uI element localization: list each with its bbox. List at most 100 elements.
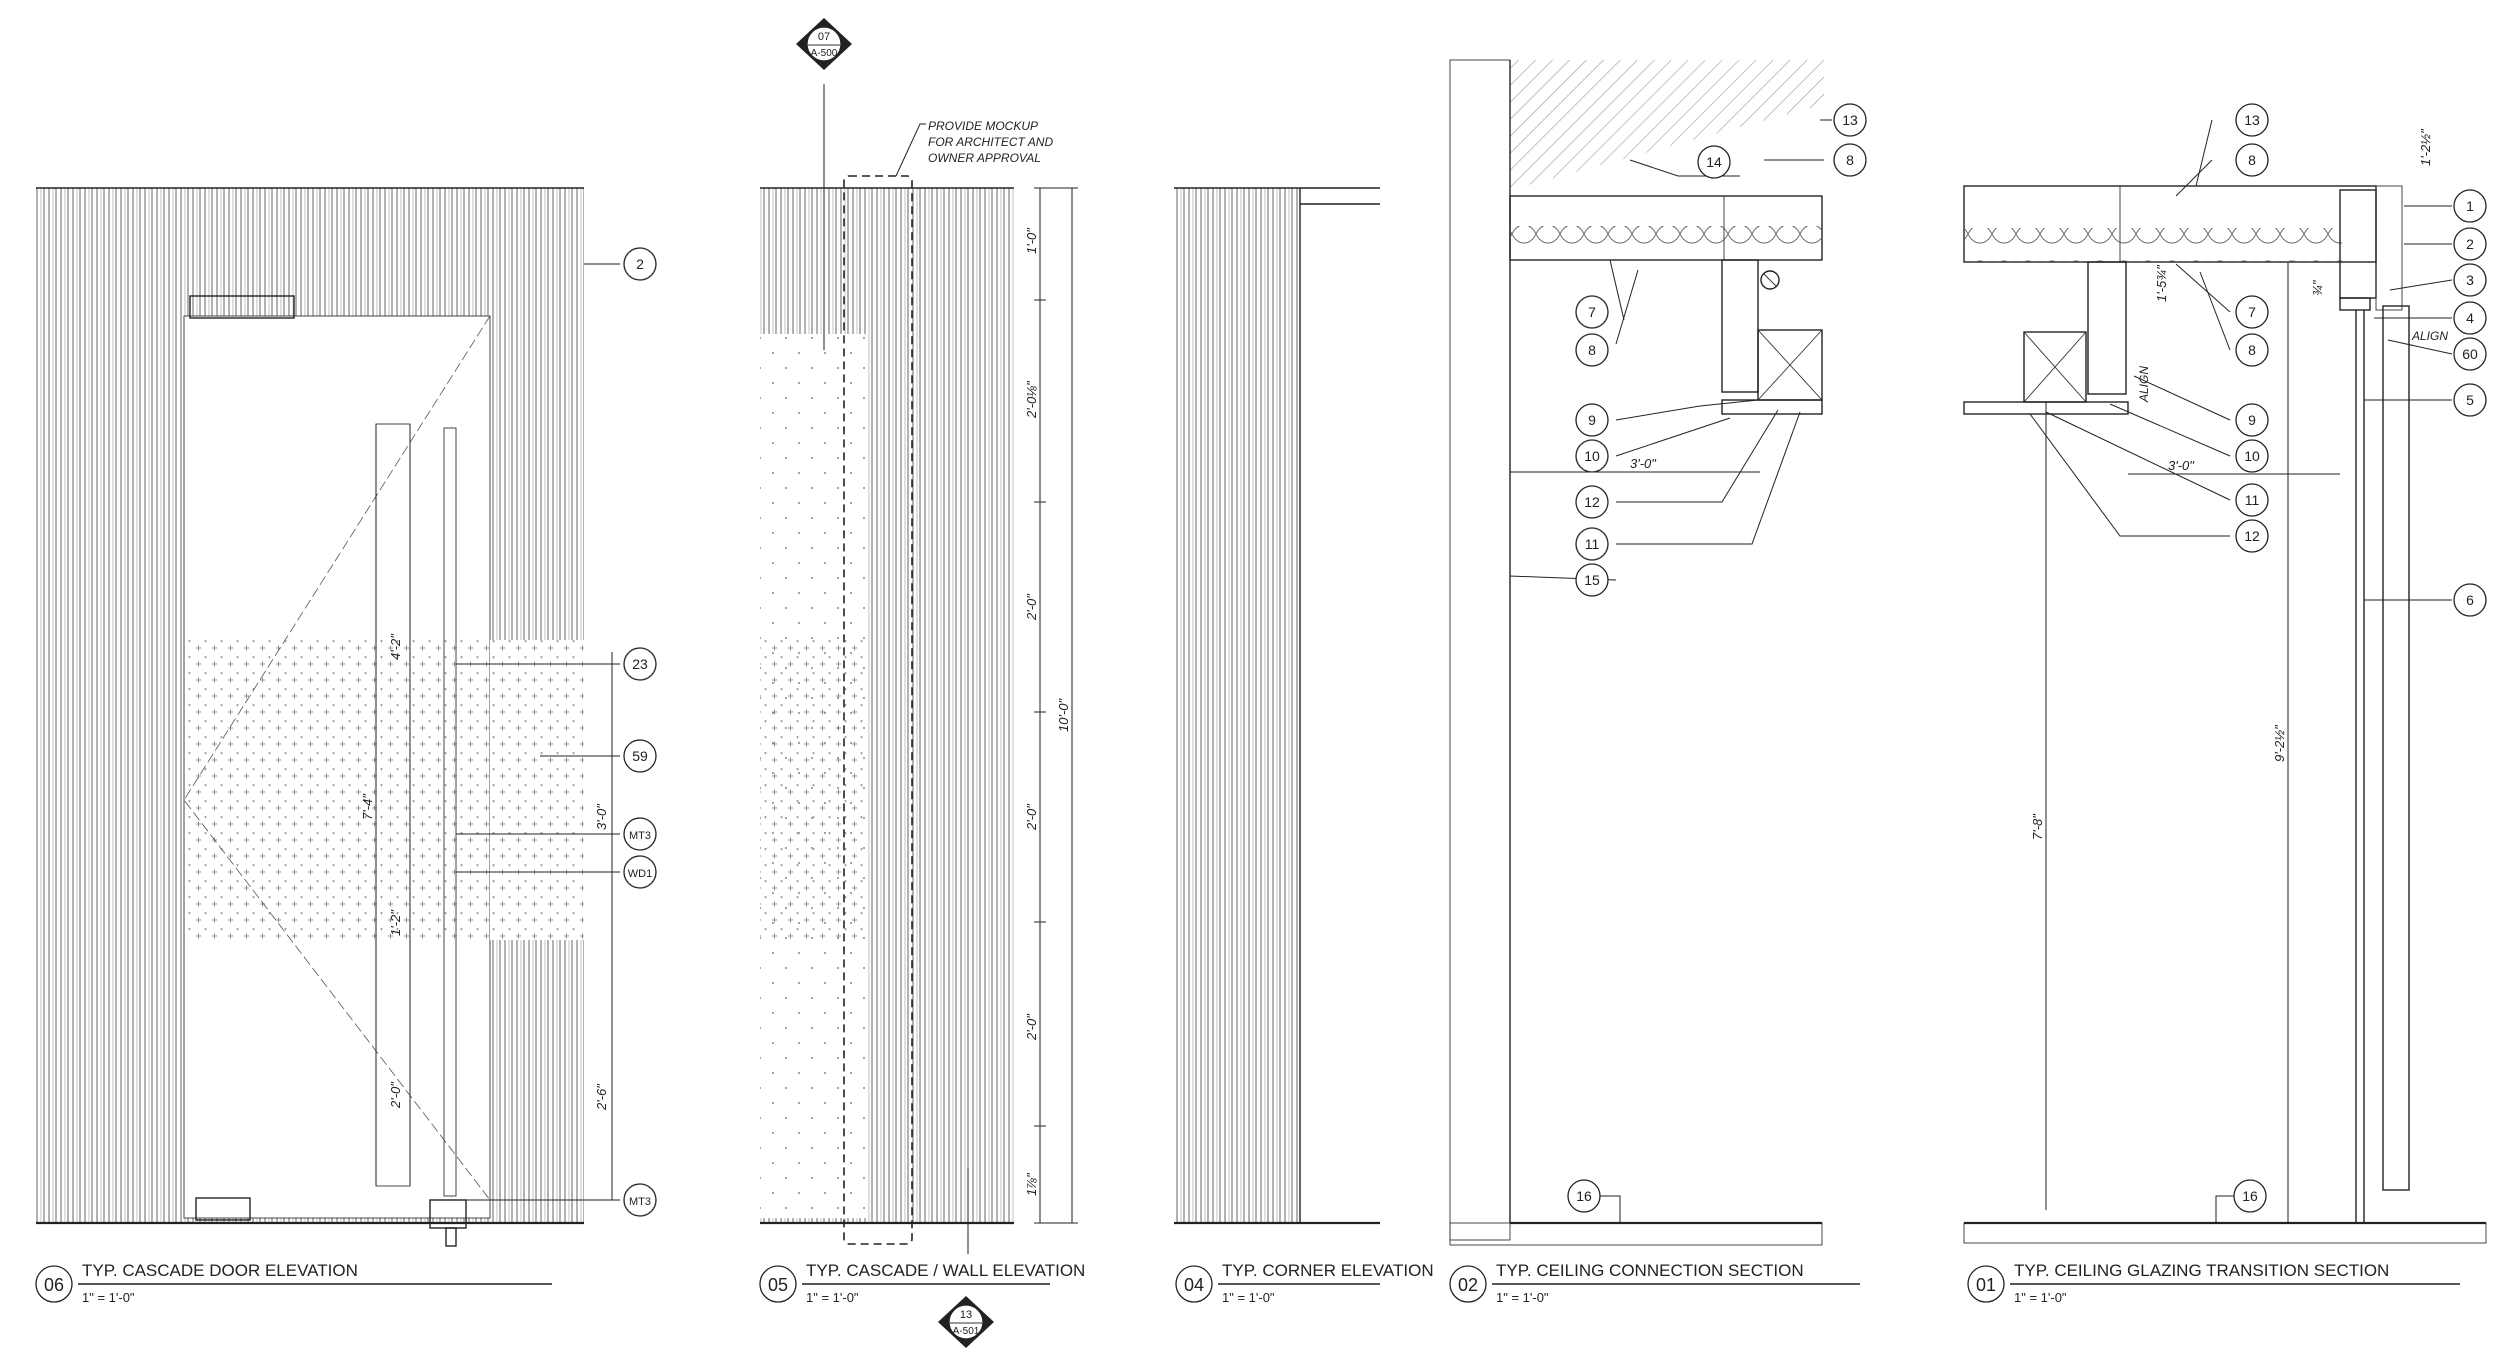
dim-text: 1'-2" bbox=[388, 909, 403, 936]
view-title: TYP. CASCADE DOOR ELEVATION bbox=[82, 1261, 358, 1280]
keynote-bubble[interactable]: 9 bbox=[1575, 403, 1609, 437]
dim-text: 10'-0" bbox=[1056, 697, 1071, 732]
svg-text:9: 9 bbox=[1588, 412, 1596, 428]
dim-text: ¾" bbox=[2310, 279, 2325, 296]
svg-text:02: 02 bbox=[1458, 1275, 1478, 1295]
keynote-bubble[interactable]: 3 bbox=[2453, 263, 2487, 297]
keynote-bubble[interactable]: 7 bbox=[1575, 295, 1609, 329]
view-title: TYP. CEILING GLAZING TRANSITION SECTION bbox=[2014, 1261, 2389, 1280]
svg-text:1: 1 bbox=[2466, 198, 2474, 214]
svg-text:PROVIDE MOCKUP: PROVIDE MOCKUP bbox=[928, 119, 1038, 133]
keynote-bubble[interactable]: 10 bbox=[2235, 439, 2269, 473]
keynote-bubble[interactable]: 11 bbox=[2235, 483, 2269, 517]
svg-text:MT3: MT3 bbox=[629, 830, 651, 842]
view-02-ceiling-connection: 3'-0" 13 8 14 7 8 9 10 12 11 15 16 02 TY… bbox=[1449, 59, 1867, 1305]
svg-text:59: 59 bbox=[632, 748, 648, 764]
keynote-bubble[interactable]: 5 bbox=[2453, 383, 2487, 417]
dim-text: 9'-2½" bbox=[2272, 724, 2287, 762]
keynote-bubble[interactable]: 1 bbox=[2453, 189, 2487, 223]
svg-text:04: 04 bbox=[1184, 1275, 1204, 1295]
keynote-bubble[interactable]: 59 bbox=[623, 739, 657, 773]
dim-text: 1'-5¾" bbox=[2154, 264, 2169, 302]
dim-text: 7'-4" bbox=[360, 793, 375, 820]
view-05-wall-elevation: 07 A-500 13 A-501 PROVIDE MOCKUP FOR ARC… bbox=[759, 18, 1085, 1348]
svg-text:A-501: A-501 bbox=[953, 1326, 980, 1337]
svg-text:13: 13 bbox=[1842, 112, 1858, 128]
dim-text: 4'-2" bbox=[388, 633, 403, 660]
floor-slab bbox=[1449, 1222, 1823, 1246]
dim-text: 2'-0" bbox=[1024, 803, 1039, 831]
keynote-bubble[interactable]: 10 bbox=[1575, 439, 1609, 473]
view-01-glazing-transition: 3'-0" 7'-8" 9'-2½" 1'-2½" 1'-5¾" ¾" ALIG… bbox=[1963, 103, 2487, 1305]
svg-text:8: 8 bbox=[2248, 342, 2256, 358]
view-title: TYP. CEILING CONNECTION SECTION bbox=[1496, 1261, 1804, 1280]
top-pivot-hardware bbox=[189, 295, 295, 319]
view-title: TYP. CASCADE / WALL ELEVATION bbox=[806, 1261, 1085, 1280]
svg-text:2: 2 bbox=[2466, 236, 2474, 252]
section-marker-13[interactable]: 13 A-501 bbox=[938, 1296, 994, 1348]
svg-text:11: 11 bbox=[2245, 492, 2260, 508]
keynote-bubble[interactable]: 7 bbox=[2235, 295, 2269, 329]
keynote-bubble[interactable]: 15 bbox=[1575, 563, 1609, 597]
keynote-bubble[interactable]: MT3 bbox=[623, 1183, 657, 1217]
keynote-bubble[interactable]: 8 bbox=[1833, 143, 1867, 177]
keynote-bubble[interactable]: WD1 bbox=[623, 855, 657, 889]
keynote-bubble[interactable]: 60 bbox=[2453, 337, 2487, 371]
svg-text:05: 05 bbox=[768, 1275, 788, 1295]
svg-text:11: 11 bbox=[1585, 536, 1600, 552]
svg-text:8: 8 bbox=[1588, 342, 1596, 358]
keynote-bubble[interactable]: 16 bbox=[1567, 1179, 1601, 1213]
bottom-pivot-hardware bbox=[195, 1197, 251, 1221]
keynote-bubble[interactable]: 8 bbox=[1575, 333, 1609, 367]
dim-text: 3'-0" bbox=[594, 803, 609, 830]
floor-slab bbox=[1963, 1222, 2487, 1244]
dim-text: 2'-6" bbox=[594, 1083, 609, 1111]
svg-text:16: 16 bbox=[1576, 1188, 1592, 1204]
keynote-bubble[interactable]: 2 bbox=[2453, 227, 2487, 261]
svg-text:10: 10 bbox=[2244, 448, 2260, 464]
keynote-bubble[interactable]: 14 bbox=[1697, 145, 1731, 179]
dim-text: 3'-0" bbox=[1630, 456, 1657, 471]
keynote-bubble[interactable]: 16 bbox=[2233, 1179, 2267, 1213]
keynote-bubble[interactable]: 11 bbox=[1575, 527, 1609, 561]
view-title-block: 04 TYP. CORNER ELEVATION 1" = 1'-0" bbox=[1175, 1261, 1434, 1305]
svg-text:A-500: A-500 bbox=[811, 48, 838, 59]
dim-text: 2'-0" bbox=[388, 1081, 403, 1109]
keynote-bubble[interactable]: 8 bbox=[2235, 143, 2269, 177]
keynote-bubble[interactable]: 9 bbox=[2235, 403, 2269, 437]
keynote-bubble[interactable]: 13 bbox=[1833, 103, 1867, 137]
align-note: ALIGN bbox=[2137, 366, 2151, 403]
dim-text: 3'-0" bbox=[2168, 458, 2195, 473]
keynote-bubble[interactable]: 2 bbox=[623, 247, 657, 281]
keynote-bubble[interactable]: MT3 bbox=[623, 817, 657, 851]
dim-text: 1'-2½" bbox=[2418, 128, 2433, 166]
keynote-bubble[interactable]: 23 bbox=[623, 647, 657, 681]
svg-text:8: 8 bbox=[2248, 152, 2256, 168]
keynote-bubble[interactable]: 8 bbox=[2235, 333, 2269, 367]
keynote-bubble[interactable]: 6 bbox=[2453, 583, 2487, 617]
glazing-mullion bbox=[2382, 305, 2410, 1191]
svg-text:07: 07 bbox=[818, 31, 830, 43]
svg-text:2: 2 bbox=[636, 256, 644, 272]
view-scale: 1" = 1'-0" bbox=[2014, 1290, 2067, 1305]
view-scale: 1" = 1'-0" bbox=[82, 1290, 135, 1305]
view-04-corner-elevation: 04 TYP. CORNER ELEVATION 1" = 1'-0" bbox=[1174, 187, 1434, 1305]
svg-text:23: 23 bbox=[632, 656, 648, 672]
keynote-bubble[interactable]: 4 bbox=[2453, 301, 2487, 335]
svg-text:WD1: WD1 bbox=[628, 868, 652, 880]
keynote-bubble[interactable]: 12 bbox=[1575, 485, 1609, 519]
svg-text:8: 8 bbox=[1846, 152, 1854, 168]
view-title-block: 06 TYP. CASCADE DOOR ELEVATION 1" = 1'-0… bbox=[35, 1261, 552, 1305]
svg-text:15: 15 bbox=[1584, 572, 1600, 588]
view-title: TYP. CORNER ELEVATION bbox=[1222, 1261, 1434, 1280]
svg-text:OWNER APPROVAL: OWNER APPROVAL bbox=[928, 151, 1041, 165]
keynote-bubble[interactable]: 12 bbox=[2235, 519, 2269, 553]
keynote-bubble[interactable]: 13 bbox=[2235, 103, 2269, 137]
section-marker-07[interactable]: 07 A-500 bbox=[796, 18, 852, 70]
svg-text:10: 10 bbox=[1584, 448, 1600, 464]
align-note: ALIGN bbox=[2411, 329, 2448, 343]
dim-text: 2'-0" bbox=[1024, 593, 1039, 621]
view-scale: 1" = 1'-0" bbox=[1496, 1290, 1549, 1305]
